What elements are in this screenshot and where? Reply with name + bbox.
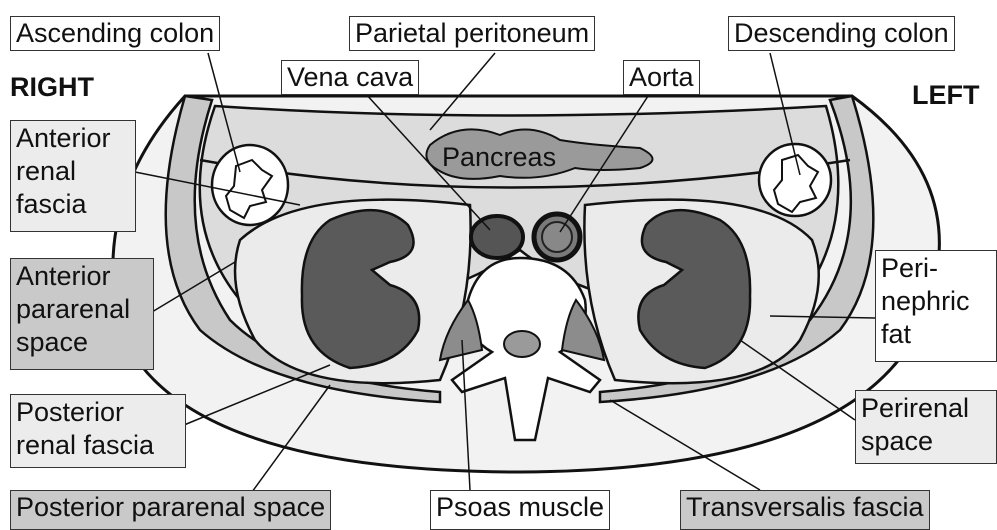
ascending-colon-label: Ascending colon xyxy=(10,16,220,51)
aorta-label: Aorta xyxy=(623,60,700,95)
vena-cava-label: Vena cava xyxy=(281,60,419,95)
perinephric-fat-label: Peri- nephric fat xyxy=(875,250,997,362)
right-side-label: RIGHT xyxy=(10,72,94,103)
kidney-left xyxy=(638,210,750,368)
descending-colon-label: Descending colon xyxy=(728,16,955,51)
parietal-peritoneum-label: Parietal peritoneum xyxy=(349,16,595,51)
psoas-muscle-label: Psoas muscle xyxy=(430,490,610,530)
transversalis-fascia-label: Transversalis fascia xyxy=(680,490,930,530)
pancreas-label: Pancreas xyxy=(442,142,556,172)
anterior-renal-fascia-label: Anterior renal fascia xyxy=(10,120,136,232)
posterior-pararenal-space-label: Posterior pararenal space xyxy=(10,490,331,530)
left-side-label: LEFT xyxy=(912,80,980,111)
anterior-pararenal-space-label: Anterior pararenal space xyxy=(10,258,154,370)
aorta-lumen xyxy=(542,222,572,252)
vena-cava xyxy=(471,216,523,258)
perirenal-space-label: Perirenal space xyxy=(855,390,997,464)
kidney-right xyxy=(302,210,419,368)
vertebral-canal xyxy=(504,331,540,357)
posterior-renal-fascia-label: Posterior renal fascia xyxy=(10,394,186,468)
